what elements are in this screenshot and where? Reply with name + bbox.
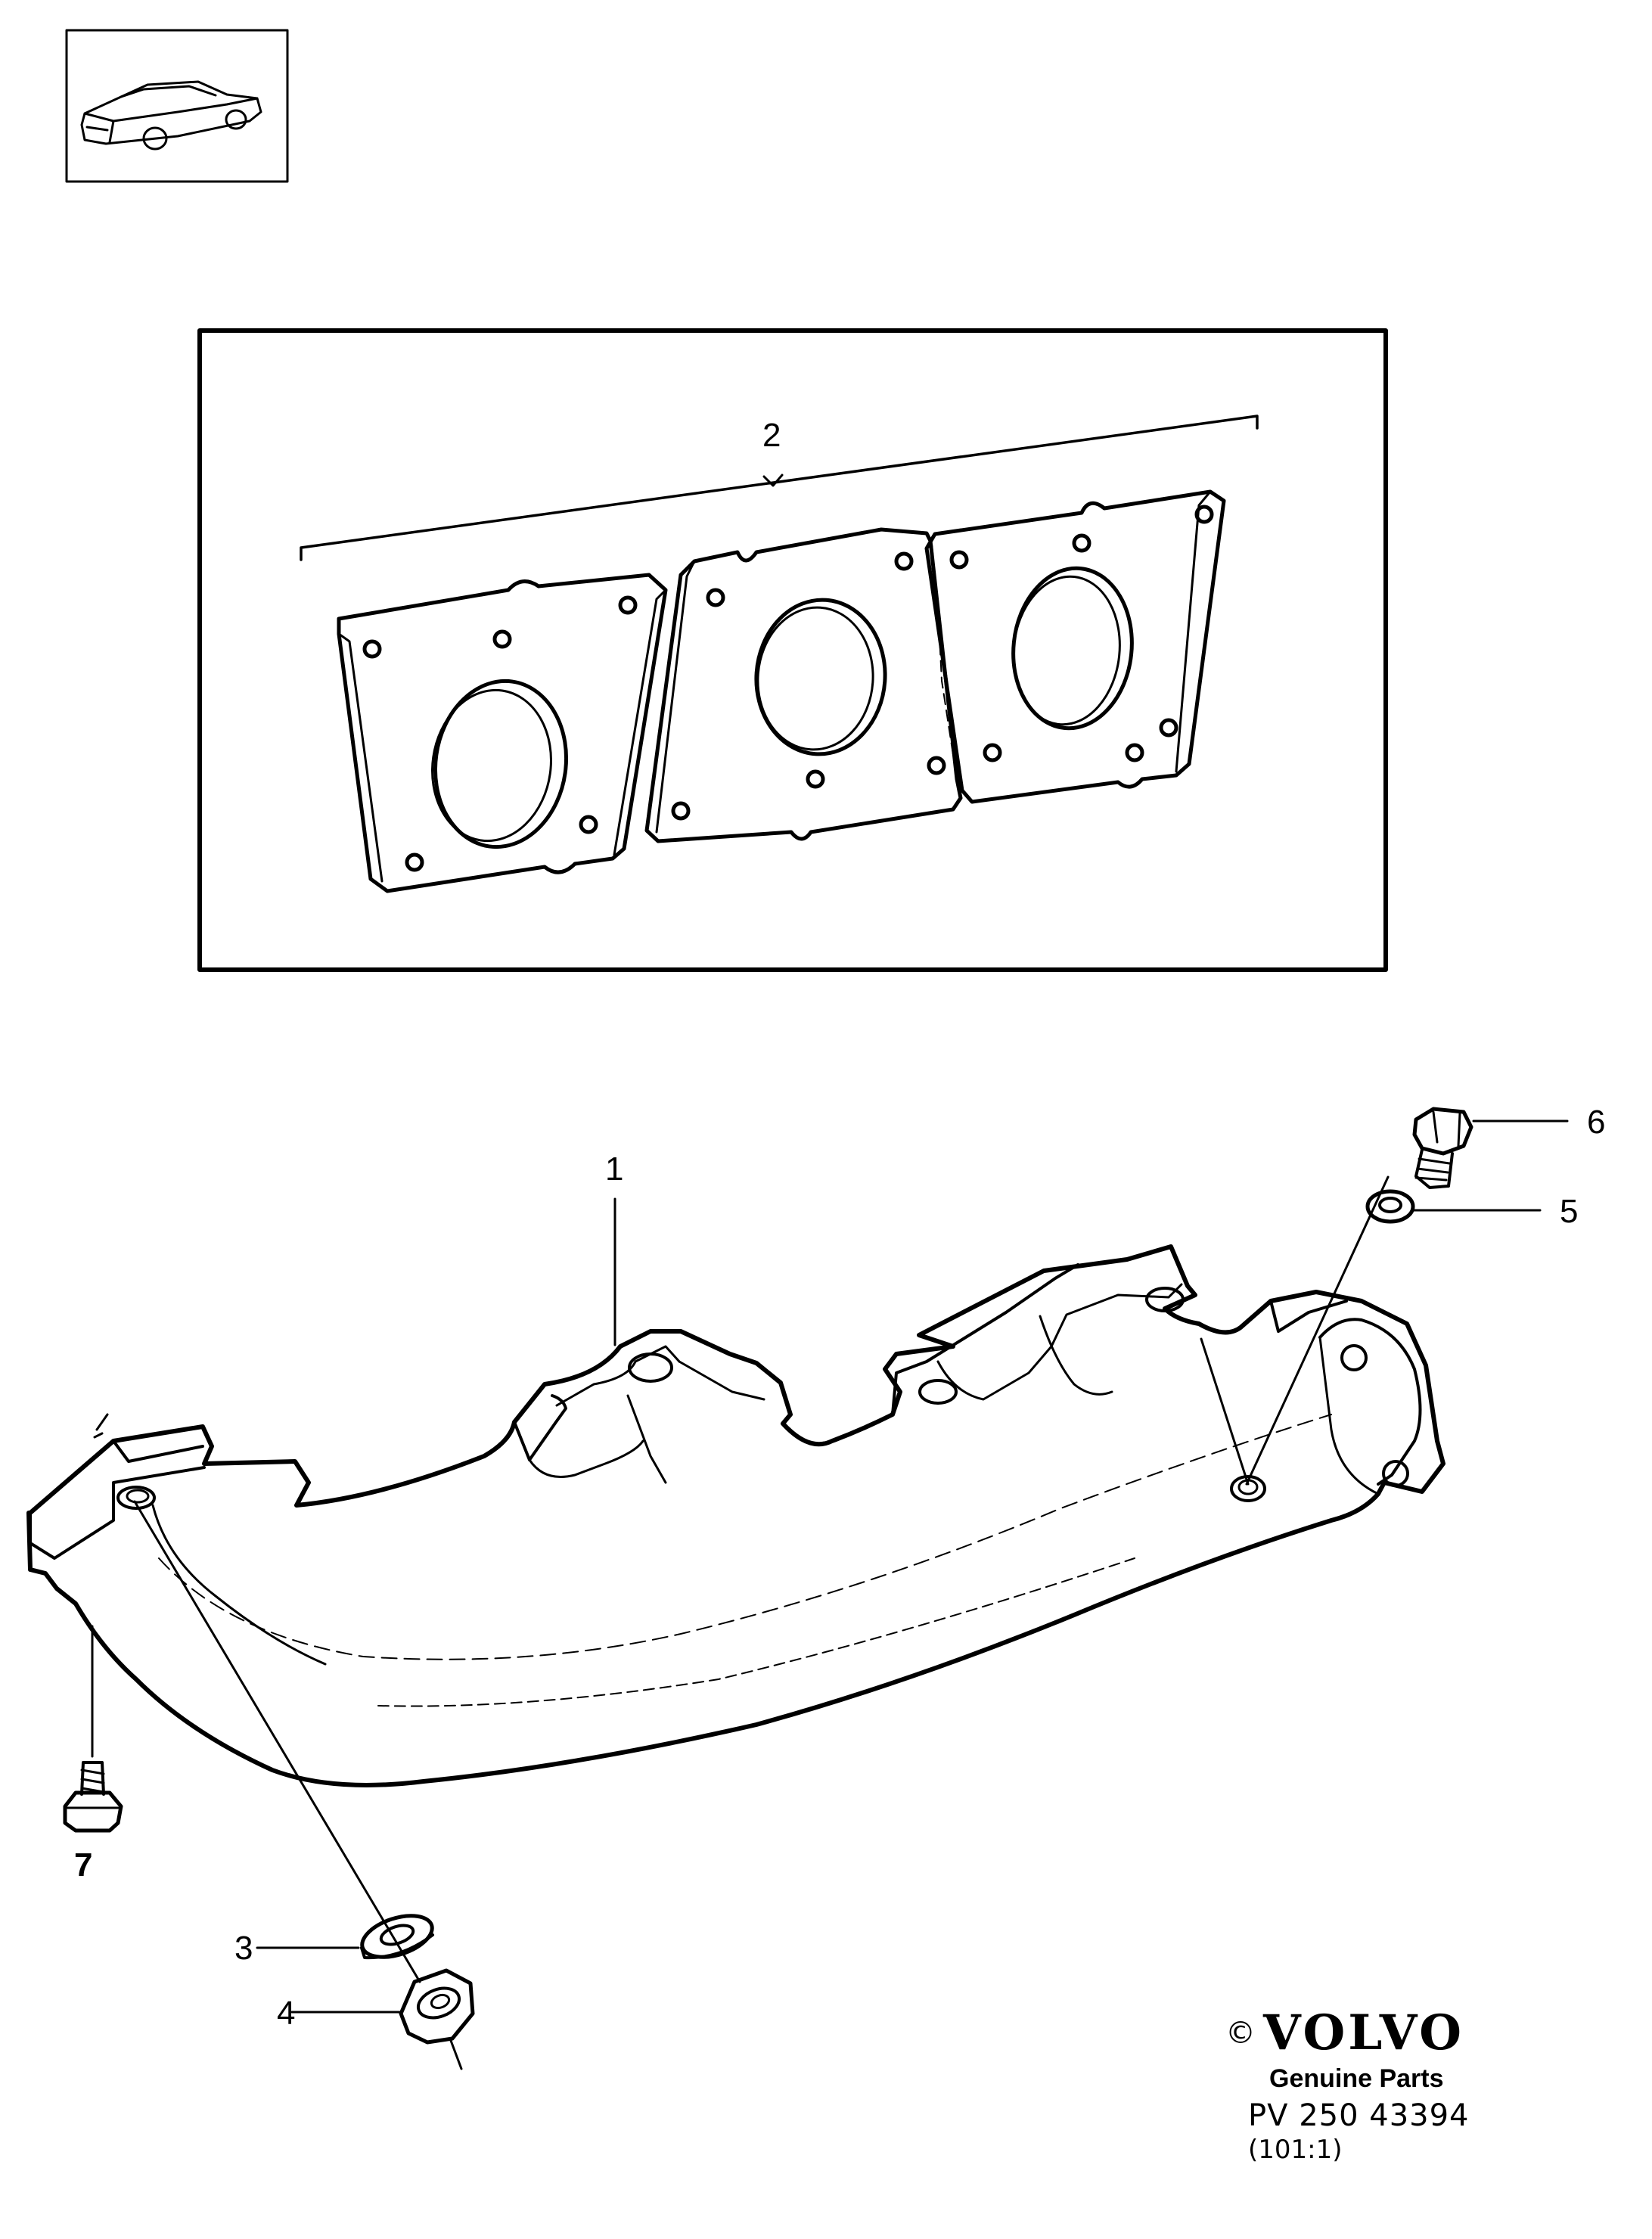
washer	[360, 1914, 434, 1960]
callout-4: 4	[277, 1995, 295, 2032]
callout-3: 3	[234, 1930, 253, 1967]
callout-2: 2	[762, 417, 781, 454]
nut	[399, 1968, 475, 2070]
callout-1: 1	[605, 1151, 623, 1188]
callout-6: 6	[1587, 1104, 1605, 1141]
volvo-logo: VOLVO	[1263, 2005, 1464, 2061]
stud	[63, 1761, 123, 1833]
callout-7: 7	[74, 1846, 92, 1883]
genuine-parts-label: Genuine Parts	[1269, 2064, 1444, 2093]
car-thumbnail-icon	[65, 29, 289, 183]
gasket-set	[197, 328, 1388, 972]
callout-5: 5	[1560, 1193, 1578, 1230]
exhaust-manifold	[26, 1244, 1446, 1787]
volvo-brand-block: © VOLVO Genuine Parts PV 250 43394 (101:…	[1225, 2005, 1543, 2165]
plug	[1412, 1107, 1473, 1189]
callout-labels: 1 2 3 4 5 6 7	[74, 417, 1605, 2032]
document-reference: (101:1)	[1248, 2135, 1343, 2165]
copyright-symbol: ©	[1225, 2015, 1256, 2051]
document-number: PV 250 43394	[1248, 2098, 1470, 2133]
washer	[1365, 1189, 1415, 1224]
